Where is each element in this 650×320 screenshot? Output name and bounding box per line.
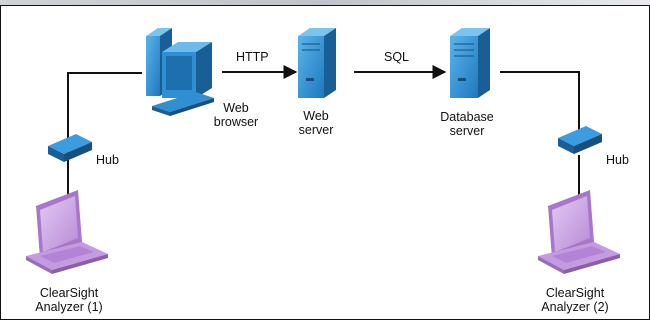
database-server-label-line1: Database (440, 110, 494, 124)
analyzer-right-label-line2: Analyzer (2) (541, 300, 609, 314)
hub-icon (48, 134, 92, 162)
laptop-icon (538, 190, 620, 274)
web-server-icon (298, 28, 336, 98)
analyzer-left-label-line1: ClearSight (39, 286, 99, 300)
web-server-label-line1: Web (303, 109, 329, 123)
line-hub-to-browser (67, 72, 142, 169)
top-strip (0, 0, 650, 5)
hub-icon (558, 126, 602, 154)
analyzer-left-label: ClearSight Analyzer (1) (24, 286, 114, 314)
web-browser-label-line1: Web (223, 101, 249, 115)
desktop-computer-icon (146, 28, 214, 116)
database-server-label: Database server (432, 110, 502, 138)
http-label: HTTP (236, 50, 269, 64)
line-db-to-hub (500, 71, 580, 134)
web-browser-label-line2: browser (213, 115, 259, 129)
database-server-icon (450, 28, 490, 98)
laptop-icon (26, 190, 108, 274)
analyzer-right-label: ClearSight Analyzer (2) (530, 286, 620, 314)
sql-label: SQL (384, 50, 410, 64)
database-server-label-line2: server (449, 124, 485, 138)
web-server-label: Web server (290, 109, 342, 137)
web-server-label-line2: server (298, 123, 334, 137)
web-browser-label: Web browser (206, 101, 266, 129)
analyzer-right-label-line1: ClearSight (545, 286, 605, 300)
hub-left-label: Hub (96, 153, 119, 167)
analyzer-left-label-line2: Analyzer (1) (35, 300, 103, 314)
hub-right-label: Hub (606, 153, 629, 167)
